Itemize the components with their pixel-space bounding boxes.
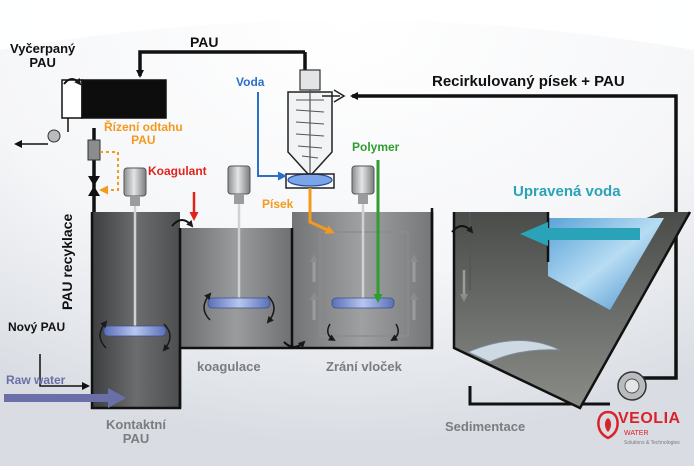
raw-water-arrow-head — [108, 388, 126, 408]
mixer-contact — [99, 167, 171, 352]
treated-water-label: Upravená voda — [513, 183, 621, 200]
maturation-label: Zrání vloček — [326, 359, 402, 374]
outflow-control-label: Řízení odtahu PAU — [104, 120, 183, 148]
raw-water-label: Raw water — [6, 373, 66, 387]
basin — [90, 208, 692, 410]
sediment-draw-line — [468, 386, 560, 406]
sand-feed-line — [308, 188, 335, 234]
pau-return-line — [136, 50, 305, 78]
treated-water-zone — [548, 218, 664, 310]
coagulation-label: koagulace — [197, 359, 261, 374]
veolia-logo-tagline: Solutions & Technologies — [624, 440, 680, 446]
hydrocyclone — [285, 69, 346, 189]
recirc-label: Recirkulovaný písek + PAU — [432, 73, 625, 90]
outflow-control-dashed — [99, 151, 119, 195]
contact-pau-label: Kontaktní PAU — [106, 417, 166, 447]
sludge-pump — [617, 371, 647, 401]
overflow-arrow-2 — [283, 340, 306, 349]
coagulant-label: Koagulant — [148, 164, 207, 178]
coagulation-tank-water — [180, 228, 292, 348]
new-pau-label: Nový PAU — [8, 320, 66, 334]
background-arc — [0, 0, 694, 50]
spent-pau-label: Vyčerpaný PAU — [10, 41, 76, 71]
veolia-logo-sub: WATER — [624, 430, 649, 437]
polymer-label: Polymer — [352, 140, 400, 154]
pau-valve — [88, 176, 100, 196]
spent-pau-pump — [14, 118, 69, 148]
sand-label: Písek — [262, 197, 294, 211]
veolia-logo-icon — [597, 410, 619, 440]
veolia-logo: VEOLIA WATER Solutions & Technologies — [596, 408, 682, 458]
water-feed-line — [257, 92, 287, 181]
lamella-plate — [466, 340, 561, 363]
veolia-logo-name: VEOLIA — [618, 410, 681, 427]
pau-recycle-label: PAU recyklace — [59, 213, 75, 310]
overflow-arrow-1 — [171, 219, 194, 228]
treated-water-arrow-head — [520, 222, 548, 246]
pau-top-label: PAU — [190, 34, 219, 50]
settler-outline — [452, 211, 692, 410]
hopper-swirl-arrow — [63, 77, 82, 86]
overflow-arrow-3 — [451, 225, 474, 234]
water-label: Voda — [236, 75, 265, 89]
sedimentation-label: Sedimentace — [445, 419, 526, 434]
mixer-coagulation — [203, 165, 275, 324]
pau-valve-body — [87, 139, 101, 161]
new-pau-line — [39, 354, 90, 390]
spent-pau-hopper — [61, 77, 167, 119]
